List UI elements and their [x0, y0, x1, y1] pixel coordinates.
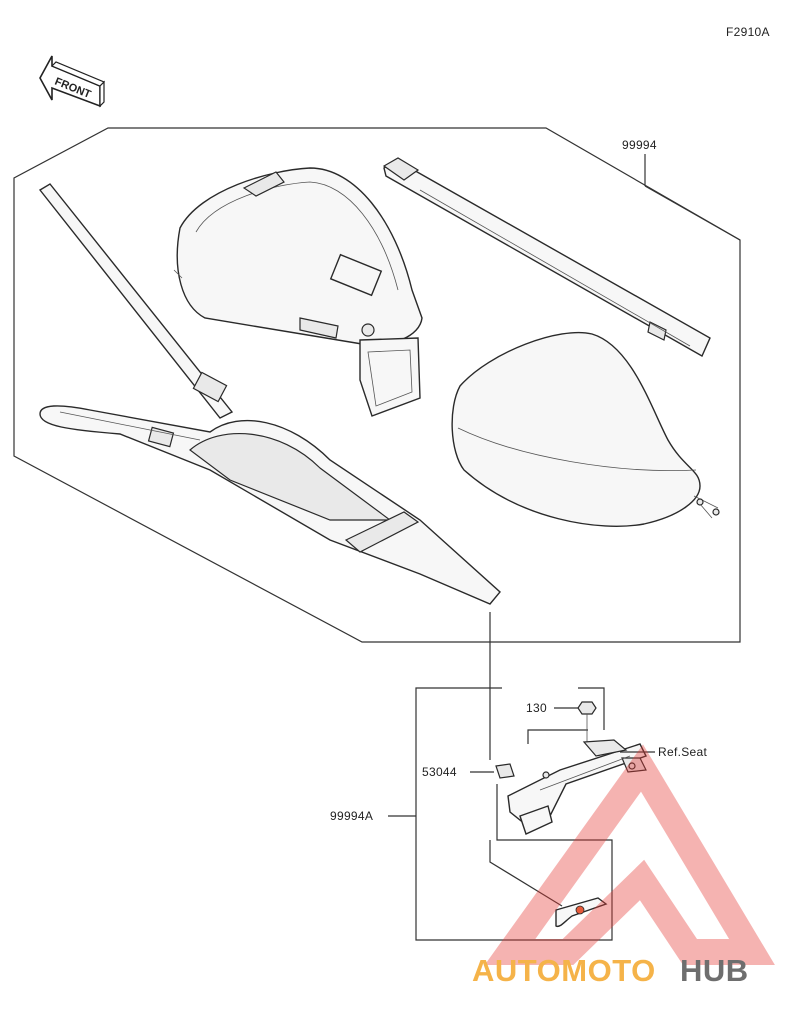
- callout-130: 130: [526, 701, 547, 715]
- hook-bracket: [555, 897, 608, 928]
- kit-outline: [13, 127, 741, 643]
- callout-ref-seat: Ref.Seat: [658, 745, 707, 759]
- mounting-harness: [38, 183, 501, 605]
- bolt-icon: [577, 701, 597, 742]
- watermark-word1: AUTOMOTO: [472, 953, 656, 988]
- tank-bag: [173, 167, 423, 417]
- strap: [382, 157, 711, 357]
- watermark-word2: HUB: [680, 953, 749, 988]
- watermark-triangle-icon: [484, 744, 775, 965]
- callout-99994: 99994: [622, 138, 657, 152]
- callout-99994A: 99994A: [330, 809, 373, 823]
- diagram-code: F2910A: [726, 25, 770, 39]
- bracket-kit-outline: [415, 687, 613, 941]
- front-arrow-icon: FRONT: [39, 55, 106, 108]
- seat-bracket: [507, 739, 647, 835]
- automotohub-watermark: AUTOMOTO HUB: [472, 744, 775, 988]
- callout-53044: 53044: [422, 765, 457, 779]
- seat-bag: [451, 331, 720, 527]
- spacer-block: [495, 763, 515, 779]
